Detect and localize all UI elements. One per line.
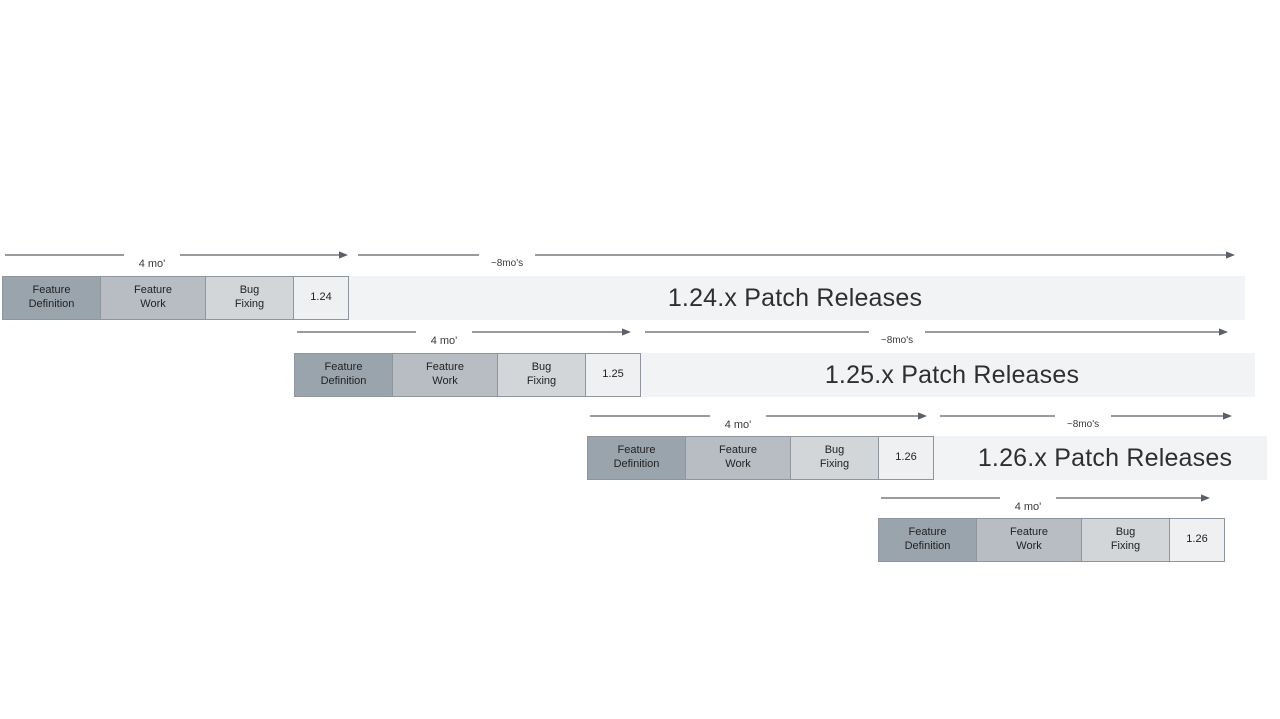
phase-bug-fixing-line1: Bug: [824, 444, 845, 457]
dev-duration-1.26-measure: 4 mo': [881, 493, 1210, 515]
patch-release-label-1.25: 1.25.x Patch Releases: [824, 360, 1080, 389]
patch-duration-1.24-measure: ~8mo's: [358, 250, 1235, 272]
phase-feature-work-line1: Feature: [719, 444, 757, 457]
patch-release-label-1.26: 1.26.x Patch Releases: [977, 443, 1233, 472]
phase-feature-definition-line1: Feature: [908, 526, 947, 539]
patch-duration-1.24-measure-label: ~8mo's: [487, 258, 527, 269]
version-box-1.24: 1.24: [293, 276, 349, 320]
phase-bug-fixing-line2: Fixing: [234, 298, 265, 310]
phase-feature-definition-line2: Definition: [28, 298, 75, 310]
dev-duration-1.25-measure-label: 4 mo': [427, 335, 461, 347]
phase-feature-work-line1: Feature: [1010, 526, 1048, 539]
phase-feature-definition-line2: Definition: [320, 375, 367, 387]
dev-duration-1.26-measure: 4 mo': [590, 411, 927, 433]
phase-feature-definition-line2: Definition: [904, 540, 951, 552]
patch-duration-1.25-measure: ~8mo's: [645, 327, 1228, 349]
phase-feature-definition-line1: Feature: [324, 361, 363, 374]
patch-release-label-1.24: 1.24.x Patch Releases: [667, 283, 923, 312]
version-box-1.26: 1.26: [878, 436, 934, 480]
version-box-label: 1.25: [602, 368, 624, 381]
dev-duration-1.24-measure-label: 4 mo': [135, 258, 169, 270]
phase-bug-fixing-line1: Bug: [1115, 526, 1136, 539]
phase-bug-fixing-line1: Bug: [239, 284, 260, 297]
version-box-1.25: 1.25: [585, 353, 641, 397]
dev-duration-1.24-measure: 4 mo': [5, 250, 348, 272]
version-box-1.26: 1.26: [1169, 518, 1225, 562]
dev-duration-1.26-measure-label: 4 mo': [1011, 501, 1045, 513]
phase-feature-definition-line1: Feature: [32, 284, 71, 297]
patch-duration-1.25-measure-label: ~8mo's: [877, 335, 917, 346]
phase-bug-fixing-line2: Fixing: [819, 458, 850, 470]
phase-bug-fixing-line1: Bug: [531, 361, 552, 374]
patch-duration-1.26-measure-label: ~8mo's: [1063, 419, 1103, 430]
phase-feature-work-line2: Work: [725, 458, 751, 470]
phase-feature-work-line1: Feature: [426, 361, 464, 374]
patch-duration-1.26-measure: ~8mo's: [940, 411, 1232, 433]
phase-bug-fixing-line2: Fixing: [1110, 540, 1141, 552]
dev-duration-1.25-measure: 4 mo': [297, 327, 631, 349]
phase-feature-work-line2: Work: [1016, 540, 1042, 552]
phase-feature-work-line2: Work: [140, 298, 166, 310]
phase-bug-fixing-line2: Fixing: [526, 375, 557, 387]
version-box-label: 1.24: [310, 291, 332, 304]
phase-feature-definition-line1: Feature: [617, 444, 656, 457]
phase-feature-work-line1: Feature: [134, 284, 172, 297]
phase-feature-definition-line2: Definition: [613, 458, 660, 470]
version-box-label: 1.26: [1186, 533, 1208, 546]
dev-duration-1.26-measure-label: 4 mo': [721, 419, 755, 431]
version-box-label: 1.26: [895, 451, 917, 464]
phase-feature-work-line2: Work: [432, 375, 458, 387]
